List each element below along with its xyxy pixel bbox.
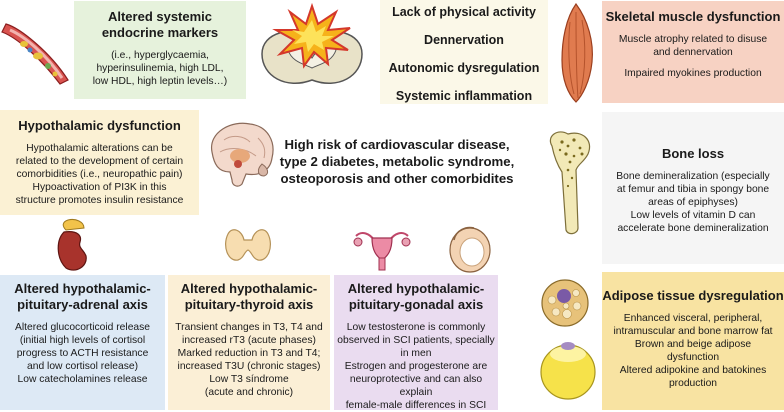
cause-item: Autonomic dysregulation bbox=[388, 61, 540, 75]
hpt-body-line: (acute and chronic) bbox=[204, 387, 294, 398]
brain-icon bbox=[211, 122, 274, 187]
hpg-body-line: in men bbox=[400, 348, 432, 359]
bone-body-line: areas of epiphyses) bbox=[648, 197, 738, 208]
kidney-adrenal-icon bbox=[57, 219, 87, 271]
bone-body-line: at femur and tibia in spongy bone bbox=[616, 184, 770, 195]
central-line: type 2 diabetes, metabolic syndrome, bbox=[279, 154, 515, 169]
hypothalamic-body-line: Hypothalamic alterations can be bbox=[26, 143, 173, 154]
bone-body-line: Low levels of vitamin D can bbox=[630, 210, 756, 221]
hpa-title-line-2: pituitary-adrenal axis bbox=[17, 297, 148, 312]
cause-item: Lack of physical activity bbox=[392, 5, 536, 19]
endocrine-body-line: low HDL, high leptin levels…) bbox=[92, 76, 228, 87]
muscle-body-line: Muscle atrophy related to disuse bbox=[618, 34, 768, 45]
central-line: osteoporosis and other comorbidites bbox=[280, 171, 514, 186]
hpg-title-line-2: pituitary-gonadal axis bbox=[348, 297, 484, 312]
cause-item: Systemic inflammation bbox=[395, 89, 533, 103]
brown-adipocyte-icon bbox=[541, 279, 589, 327]
hpa-body-line: Low catecholamines release bbox=[17, 374, 148, 385]
adipose-title: Adipose tissue dysregulation bbox=[602, 288, 784, 303]
hypothalamic-title: Hypothalamic dysfunction bbox=[18, 118, 181, 133]
hypothalamic-body-line: comorbidities (i.e., neuropathic pain) bbox=[16, 169, 183, 180]
endocrine-body-line: hyperinsulinemia, high LDL, bbox=[96, 63, 224, 74]
adipose-body-line: intramuscular and bone marrow fat bbox=[613, 326, 773, 337]
hypothalamic-body-line: Hypoactivation of PI3K in this bbox=[32, 182, 167, 193]
central-line: High risk of cardiovascular disease, bbox=[284, 137, 510, 152]
endocrine-title-line-1: Altered systemic bbox=[107, 9, 213, 24]
central-statement: High risk of cardiovascular disease, typ… bbox=[252, 136, 542, 187]
bone-title: Bone loss bbox=[661, 146, 725, 161]
hpt-body-line: Low T3 síndrome bbox=[209, 374, 289, 385]
hpa-axis-box: Altered hypothalamic- pituitary-adrenal … bbox=[0, 275, 165, 410]
causes-box: Lack of physical activity Dennervation A… bbox=[380, 0, 548, 104]
hpa-title-line-1: Altered hypothalamic- bbox=[14, 281, 151, 296]
hpt-body-line: Transient changes in T3, T4 and bbox=[175, 322, 323, 333]
hpt-body-line: Marked reduction in T3 and T4; bbox=[177, 348, 321, 359]
hpg-body-line: Estrogen and progesterone are bbox=[344, 361, 488, 372]
bone-body-line: accelerate bone demineralization bbox=[617, 223, 769, 234]
hpa-body-line: progress to ACTH resistance bbox=[16, 348, 149, 359]
hpa-body-line: and low cortisol release) bbox=[26, 361, 139, 372]
adipose-body-line: Enhanced visceral, peripheral, bbox=[623, 313, 763, 324]
adipose-body-line: dysfunction bbox=[666, 352, 720, 363]
hpg-body-line: female-male differences in SCI bbox=[345, 400, 487, 411]
endocrine-markers-box: Altered systemic endocrine markers (i.e.… bbox=[74, 1, 246, 99]
adipose-body-line: Altered adipokine and batokines bbox=[619, 365, 767, 376]
thyroid-icon bbox=[225, 229, 271, 261]
spinal-cord-injury-icon bbox=[261, 2, 363, 85]
adipose-body-line: Brown and beige adipose bbox=[634, 339, 752, 350]
endocrine-title-line-2: endocrine markers bbox=[101, 25, 219, 40]
bone-body-line: Bone demineralization (especially bbox=[616, 171, 770, 182]
muscle-body-line: and dennervation bbox=[653, 47, 733, 58]
uterus-icon bbox=[353, 232, 411, 271]
hpg-axis-box: Altered hypothalamic- pituitary-gonadal … bbox=[334, 275, 498, 411]
endocrine-body-line: (i.e., hyperglycaemia, bbox=[111, 50, 209, 61]
hpa-body-line: (initial high levels of cortisol bbox=[19, 335, 146, 346]
blood-vessel-icon bbox=[1, 23, 69, 85]
testis-icon bbox=[449, 226, 491, 273]
muscle-title: Skeletal muscle dysfunction bbox=[605, 9, 781, 24]
femur-bone-icon bbox=[549, 131, 591, 235]
hpa-body-line: Altered glucocorticoid release bbox=[14, 322, 151, 333]
adipose-tissue-box: Adipose tissue dysregulation Enhanced vi… bbox=[602, 272, 784, 410]
muscle-body-line: Impaired myokines production bbox=[624, 68, 762, 79]
hpt-body-line: increased rT3 (acute phases) bbox=[182, 335, 316, 346]
hpt-title-line-1: Altered hypothalamic- bbox=[180, 281, 318, 296]
hpt-axis-box: Altered hypothalamic- pituitary-thyroid … bbox=[168, 275, 330, 410]
white-adipocyte-icon bbox=[540, 342, 596, 400]
hpt-title-line-2: pituitary-thyroid axis bbox=[184, 297, 314, 312]
bone-loss-box: Bone loss Bone demineralization (especia… bbox=[602, 112, 784, 264]
hpg-body-line: neuroprotective and can also explain bbox=[349, 374, 483, 398]
adipose-body-line: production bbox=[668, 378, 718, 389]
skeletal-muscle-box: Skeletal muscle dysfunction Muscle atrop… bbox=[602, 1, 784, 103]
hpg-body-line: observed in SCI patients, specially bbox=[337, 335, 495, 346]
skeletal-muscle-icon bbox=[561, 2, 593, 103]
hypothalamic-body-line: structure promotes insulin resistance bbox=[15, 195, 184, 206]
hpt-body-line: increased T3U (chronic stages) bbox=[177, 361, 321, 372]
hpg-body-line: Low testosterone is commonly bbox=[346, 322, 486, 333]
hypothalamic-body-line: related to the development of certain bbox=[15, 156, 184, 167]
hpg-title-line-1: Altered hypothalamic- bbox=[347, 281, 485, 296]
cause-item: Dennervation bbox=[424, 33, 504, 47]
hypothalamic-box: Hypothalamic dysfunction Hypothalamic al… bbox=[0, 110, 199, 215]
